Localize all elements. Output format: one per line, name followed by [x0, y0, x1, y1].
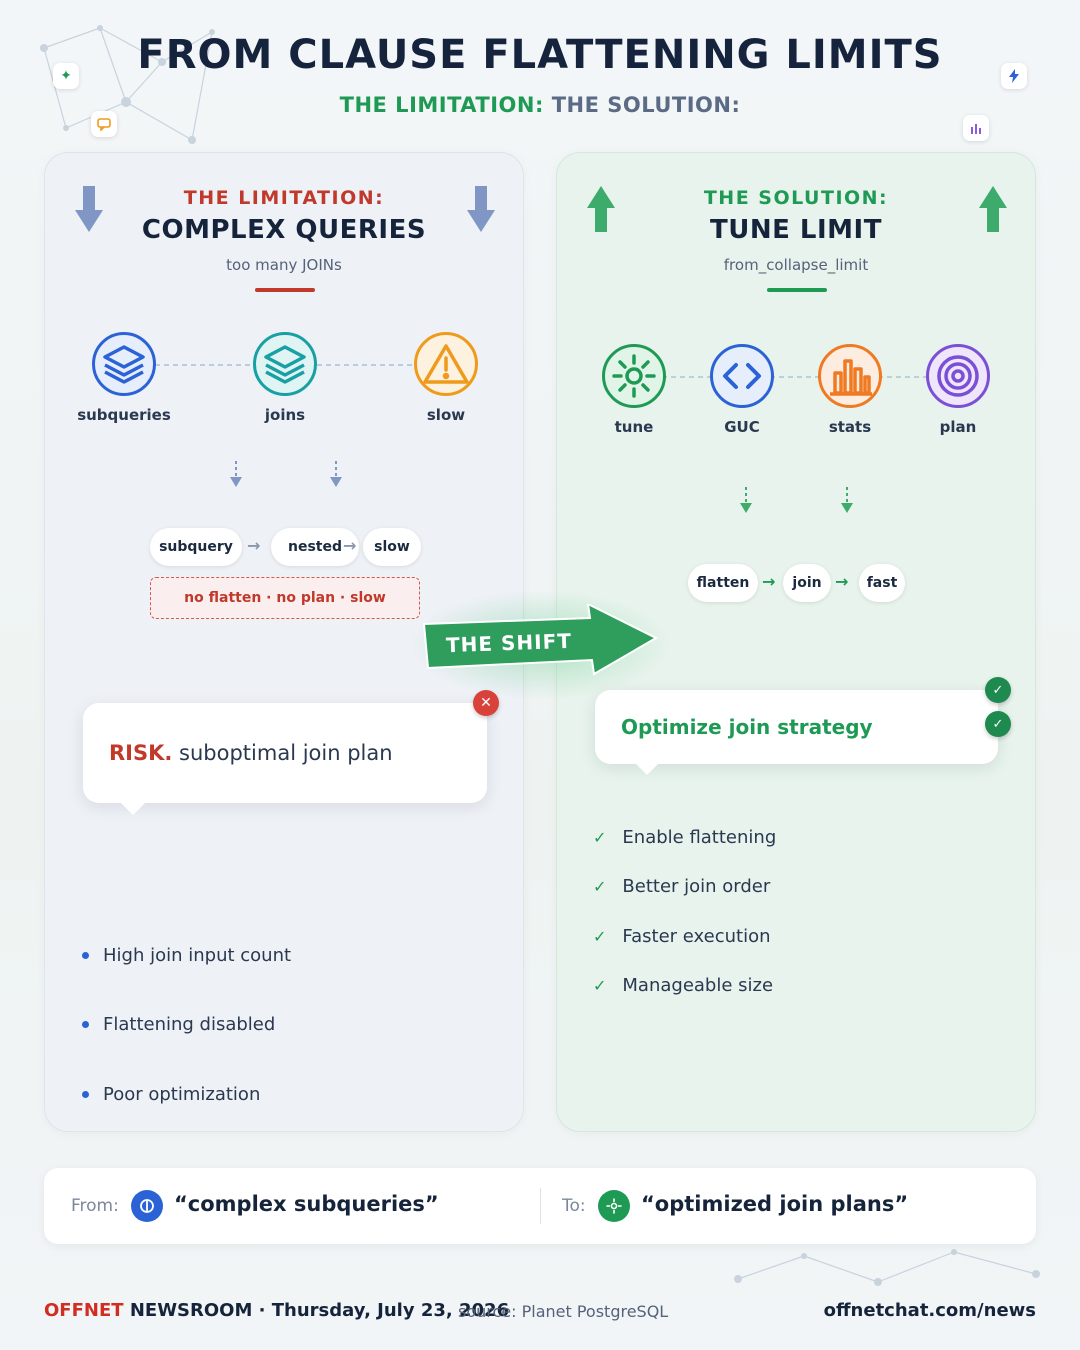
icon-label-subqueries: subqueries — [77, 406, 171, 424]
checkmark-icon: ✓ — [593, 927, 607, 946]
shift-arrow — [422, 604, 659, 676]
checkmark-icon: ✓ — [593, 976, 607, 995]
from-to-bar: From: “complex subqueries” To: “optimize… — [44, 1168, 1036, 1244]
divider — [540, 1188, 541, 1224]
flow-pill-slow: slow — [363, 528, 421, 566]
chat-bubble-icon — [91, 111, 117, 137]
flow-pill-fast: fast — [859, 564, 905, 602]
page-title: FROM CLAUSE FLATTENING LIMITS — [137, 32, 943, 78]
flow-pill-flatten: flatten — [688, 564, 758, 602]
limitation-panel: THE LIMITATION: COMPLEX QUERIES too many… — [44, 152, 524, 1132]
flow-pill-nested: nested — [271, 528, 359, 566]
limitation-bullet: Poor optimization — [82, 1084, 260, 1105]
dashed-arrow-down-icon — [230, 461, 242, 487]
dashed-arrow-down-icon — [330, 461, 342, 487]
bullet-dot — [82, 1091, 89, 1098]
footer-brand-red: OFFNET — [44, 1300, 124, 1321]
subtitle-solution: THE SOLUTION: — [551, 93, 741, 117]
shift-label: THE SHIFT — [445, 628, 573, 658]
checkmark-icon: ✓ — [593, 877, 607, 896]
flow-pill-subquery: subquery — [150, 528, 242, 566]
icon-label-joins: joins — [264, 406, 306, 424]
sparkle-icon: ✦ — [53, 63, 79, 89]
target-icon — [926, 344, 990, 408]
code-icon — [710, 344, 774, 408]
arrow-right-icon: → — [835, 572, 849, 591]
icon-label-guc: GUC — [724, 418, 760, 436]
limitation-kicker: THE LIMITATION: — [183, 187, 385, 209]
dashed-arrow-down-icon — [841, 487, 853, 513]
sun-gear-icon — [602, 344, 666, 408]
solution-heading: TUNE LIMIT — [710, 215, 882, 245]
to-label: To: — [562, 1196, 586, 1216]
footer-brand: OFFNET NEWSROOM · Thursday, July 23, 202… — [44, 1300, 509, 1321]
to-icon — [598, 1190, 630, 1222]
subtitle-limitation: THE LIMITATION: — [339, 93, 544, 117]
from-icon — [131, 1190, 163, 1222]
check-text: Better join order — [622, 876, 771, 897]
limitation-subheading: too many JOINs — [226, 256, 342, 274]
limitation-underline — [255, 288, 315, 292]
to-text: “optimized join plans” — [641, 1192, 909, 1216]
solution-check-item: ✓ Faster execution — [593, 926, 770, 947]
icon-label-tune: tune — [614, 418, 654, 436]
arrow-down-icon — [75, 186, 103, 232]
icon-connector-line — [635, 376, 959, 378]
limitation-heading: COMPLEX QUERIES — [141, 215, 427, 245]
check-text: Manageable size — [622, 975, 774, 996]
risk-label: RISK. — [109, 741, 173, 765]
warning-icon — [414, 332, 478, 396]
warning-box: no flatten · no plan · slow — [150, 577, 420, 619]
check-circle-icon: ✓ — [985, 711, 1011, 737]
flow-pill-join: join — [783, 564, 831, 602]
footer-url[interactable]: offnetchat.com/news — [823, 1300, 1036, 1321]
risk-callout: RISK. suboptimal join plan — [83, 703, 487, 803]
icon-label-stats: stats — [828, 418, 872, 436]
close-icon: ✕ — [473, 690, 499, 716]
lightning-icon — [1001, 63, 1027, 89]
from-text: “complex subqueries” — [174, 1192, 439, 1216]
footer-brand-rest: NEWSROOM · Thursday, July 23, 2026 — [129, 1300, 510, 1321]
mini-chart-icon — [963, 115, 989, 141]
bullet-text: Poor optimization — [103, 1084, 261, 1105]
bullet-dot — [82, 1021, 89, 1028]
risk-callout-text: RISK. suboptimal join plan — [109, 741, 393, 765]
arrow-down-icon — [467, 186, 495, 232]
dashed-arrow-down-icon — [740, 487, 752, 513]
check-text: Enable flattening — [622, 827, 777, 848]
page-subtitle: THE LIMITATION: THE SOLUTION: — [0, 93, 1080, 117]
check-circle-icon: ✓ — [985, 677, 1011, 703]
bullet-dot — [82, 952, 89, 959]
limitation-bullet: High join input count — [82, 945, 291, 966]
check-text: Faster execution — [622, 926, 771, 947]
icon-label-slow: slow — [426, 406, 466, 424]
icon-label-plan: plan — [939, 418, 977, 436]
bullet-text: High join input count — [103, 945, 292, 966]
limitation-bullet: Flattening disabled — [82, 1014, 275, 1035]
bar-chart-icon — [818, 344, 882, 408]
solution-check-item: ✓ Enable flattening — [593, 827, 776, 848]
arrow-up-icon — [587, 186, 615, 232]
arrow-up-icon — [979, 186, 1007, 232]
solution-callout-text: Optimize join strategy — [621, 715, 873, 739]
network-decoration-bottom — [734, 1249, 1040, 1286]
arrow-right-icon: → — [762, 572, 776, 591]
footer-source: source: Planet PostgreSQL — [458, 1302, 669, 1321]
layers-icon — [92, 332, 156, 396]
checkmark-icon: ✓ — [593, 828, 607, 847]
solution-subheading: from_collapse_limit — [723, 256, 869, 274]
from-label: From: — [71, 1196, 119, 1216]
bullet-text: Flattening disabled — [103, 1014, 276, 1035]
callout-tail — [635, 763, 659, 775]
arrow-right-icon: → — [343, 536, 357, 555]
solution-callout: Optimize join strategy — [595, 690, 998, 764]
solution-kicker: THE SOLUTION: — [703, 187, 889, 209]
solution-underline — [767, 288, 827, 292]
arrow-right-icon: → — [247, 536, 261, 555]
risk-description: suboptimal join plan — [179, 741, 393, 765]
solution-check-item: ✓ Better join order — [593, 876, 770, 897]
callout-tail — [121, 803, 145, 815]
layers-icon — [253, 332, 317, 396]
solution-check-item: ✓ Manageable size — [593, 975, 773, 996]
